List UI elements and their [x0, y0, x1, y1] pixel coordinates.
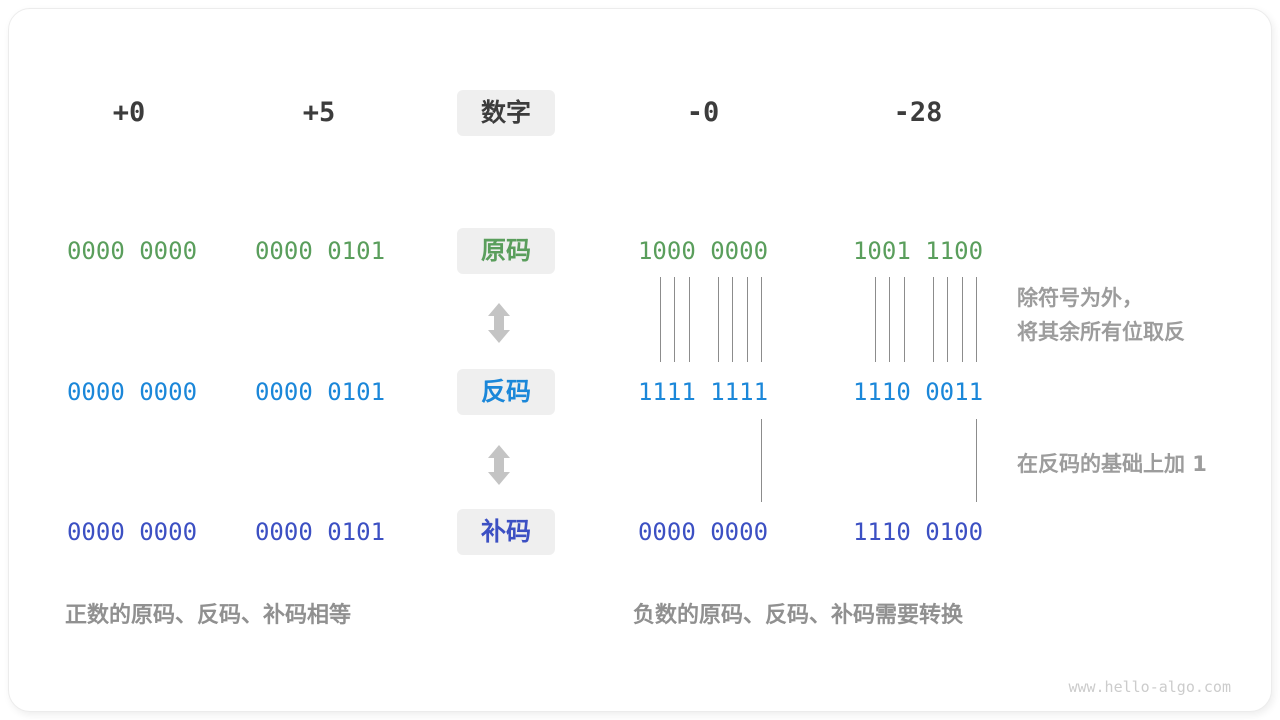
bit-connector-line — [747, 277, 748, 362]
caption-positive-numbers: 正数的原码、反码、补码相等 — [65, 603, 352, 628]
updown-arrow-icon — [486, 445, 512, 485]
bit-connector-line — [889, 277, 890, 362]
bit-connector-line — [732, 277, 733, 362]
column-header-plus-zero: +0 — [112, 97, 146, 128]
twos-complement-plus-five: 0000 0101 — [254, 518, 386, 546]
column-header-minus-zero: -0 — [686, 97, 720, 128]
sign-magnitude-label-box: 原码 — [457, 228, 555, 274]
bit-connector-line — [660, 277, 661, 362]
updown-arrow-icon — [486, 303, 512, 343]
sign-magnitude-minus-zero: 1000 0000 — [637, 237, 769, 265]
diagram-card: +0 +5 数字 -0 -28 0000 0000 0000 0101 原码 1… — [8, 8, 1272, 712]
ones-complement-plus-zero: 0000 0000 — [66, 378, 198, 406]
ones-complement-minus-zero: 1111 1111 — [637, 378, 769, 406]
bit-connector-line — [674, 277, 675, 362]
bit-connector-line — [718, 277, 719, 362]
bit-connector-line — [761, 277, 762, 362]
ones-complement-minus-28: 1110 0011 — [852, 378, 984, 406]
bit-connector-line — [976, 419, 977, 502]
twos-complement-minus-28: 1110 0100 — [852, 518, 984, 546]
sign-magnitude-plus-zero: 0000 0000 — [66, 237, 198, 265]
column-header-minus-28: -28 — [893, 97, 943, 128]
bit-connector-line — [875, 277, 876, 362]
bit-connector-line — [947, 277, 948, 362]
caption-negative-numbers: 负数的原码、反码、补码需要转换 — [633, 603, 964, 628]
twos-complement-plus-zero: 0000 0000 — [66, 518, 198, 546]
column-header-plus-five: +5 — [302, 97, 336, 128]
annotation-invert-line1: 除符号为外， — [1017, 286, 1143, 310]
annotation-invert-line2: 将其余所有位取反 — [1017, 320, 1185, 344]
annotation-invert-bits: 除符号为外， 将其余所有位取反 — [1017, 281, 1185, 349]
number-label-box: 数字 — [457, 90, 555, 136]
watermark-url: www.hello-algo.com — [1068, 678, 1231, 696]
annotation-add-one: 在反码的基础上加 1 — [1017, 452, 1207, 476]
sign-magnitude-plus-five: 0000 0101 — [254, 237, 386, 265]
bit-connector-line — [962, 277, 963, 362]
bit-connector-line — [976, 277, 977, 362]
twos-complement-minus-zero: 0000 0000 — [637, 518, 769, 546]
twos-complement-label-box: 补码 — [457, 509, 555, 555]
ones-complement-plus-five: 0000 0101 — [254, 378, 386, 406]
bit-connector-line — [761, 419, 762, 502]
bit-connector-line — [933, 277, 934, 362]
bit-connector-line — [689, 277, 690, 362]
sign-magnitude-minus-28: 1001 1100 — [852, 237, 984, 265]
bit-connector-line — [904, 277, 905, 362]
ones-complement-label-box: 反码 — [457, 369, 555, 415]
